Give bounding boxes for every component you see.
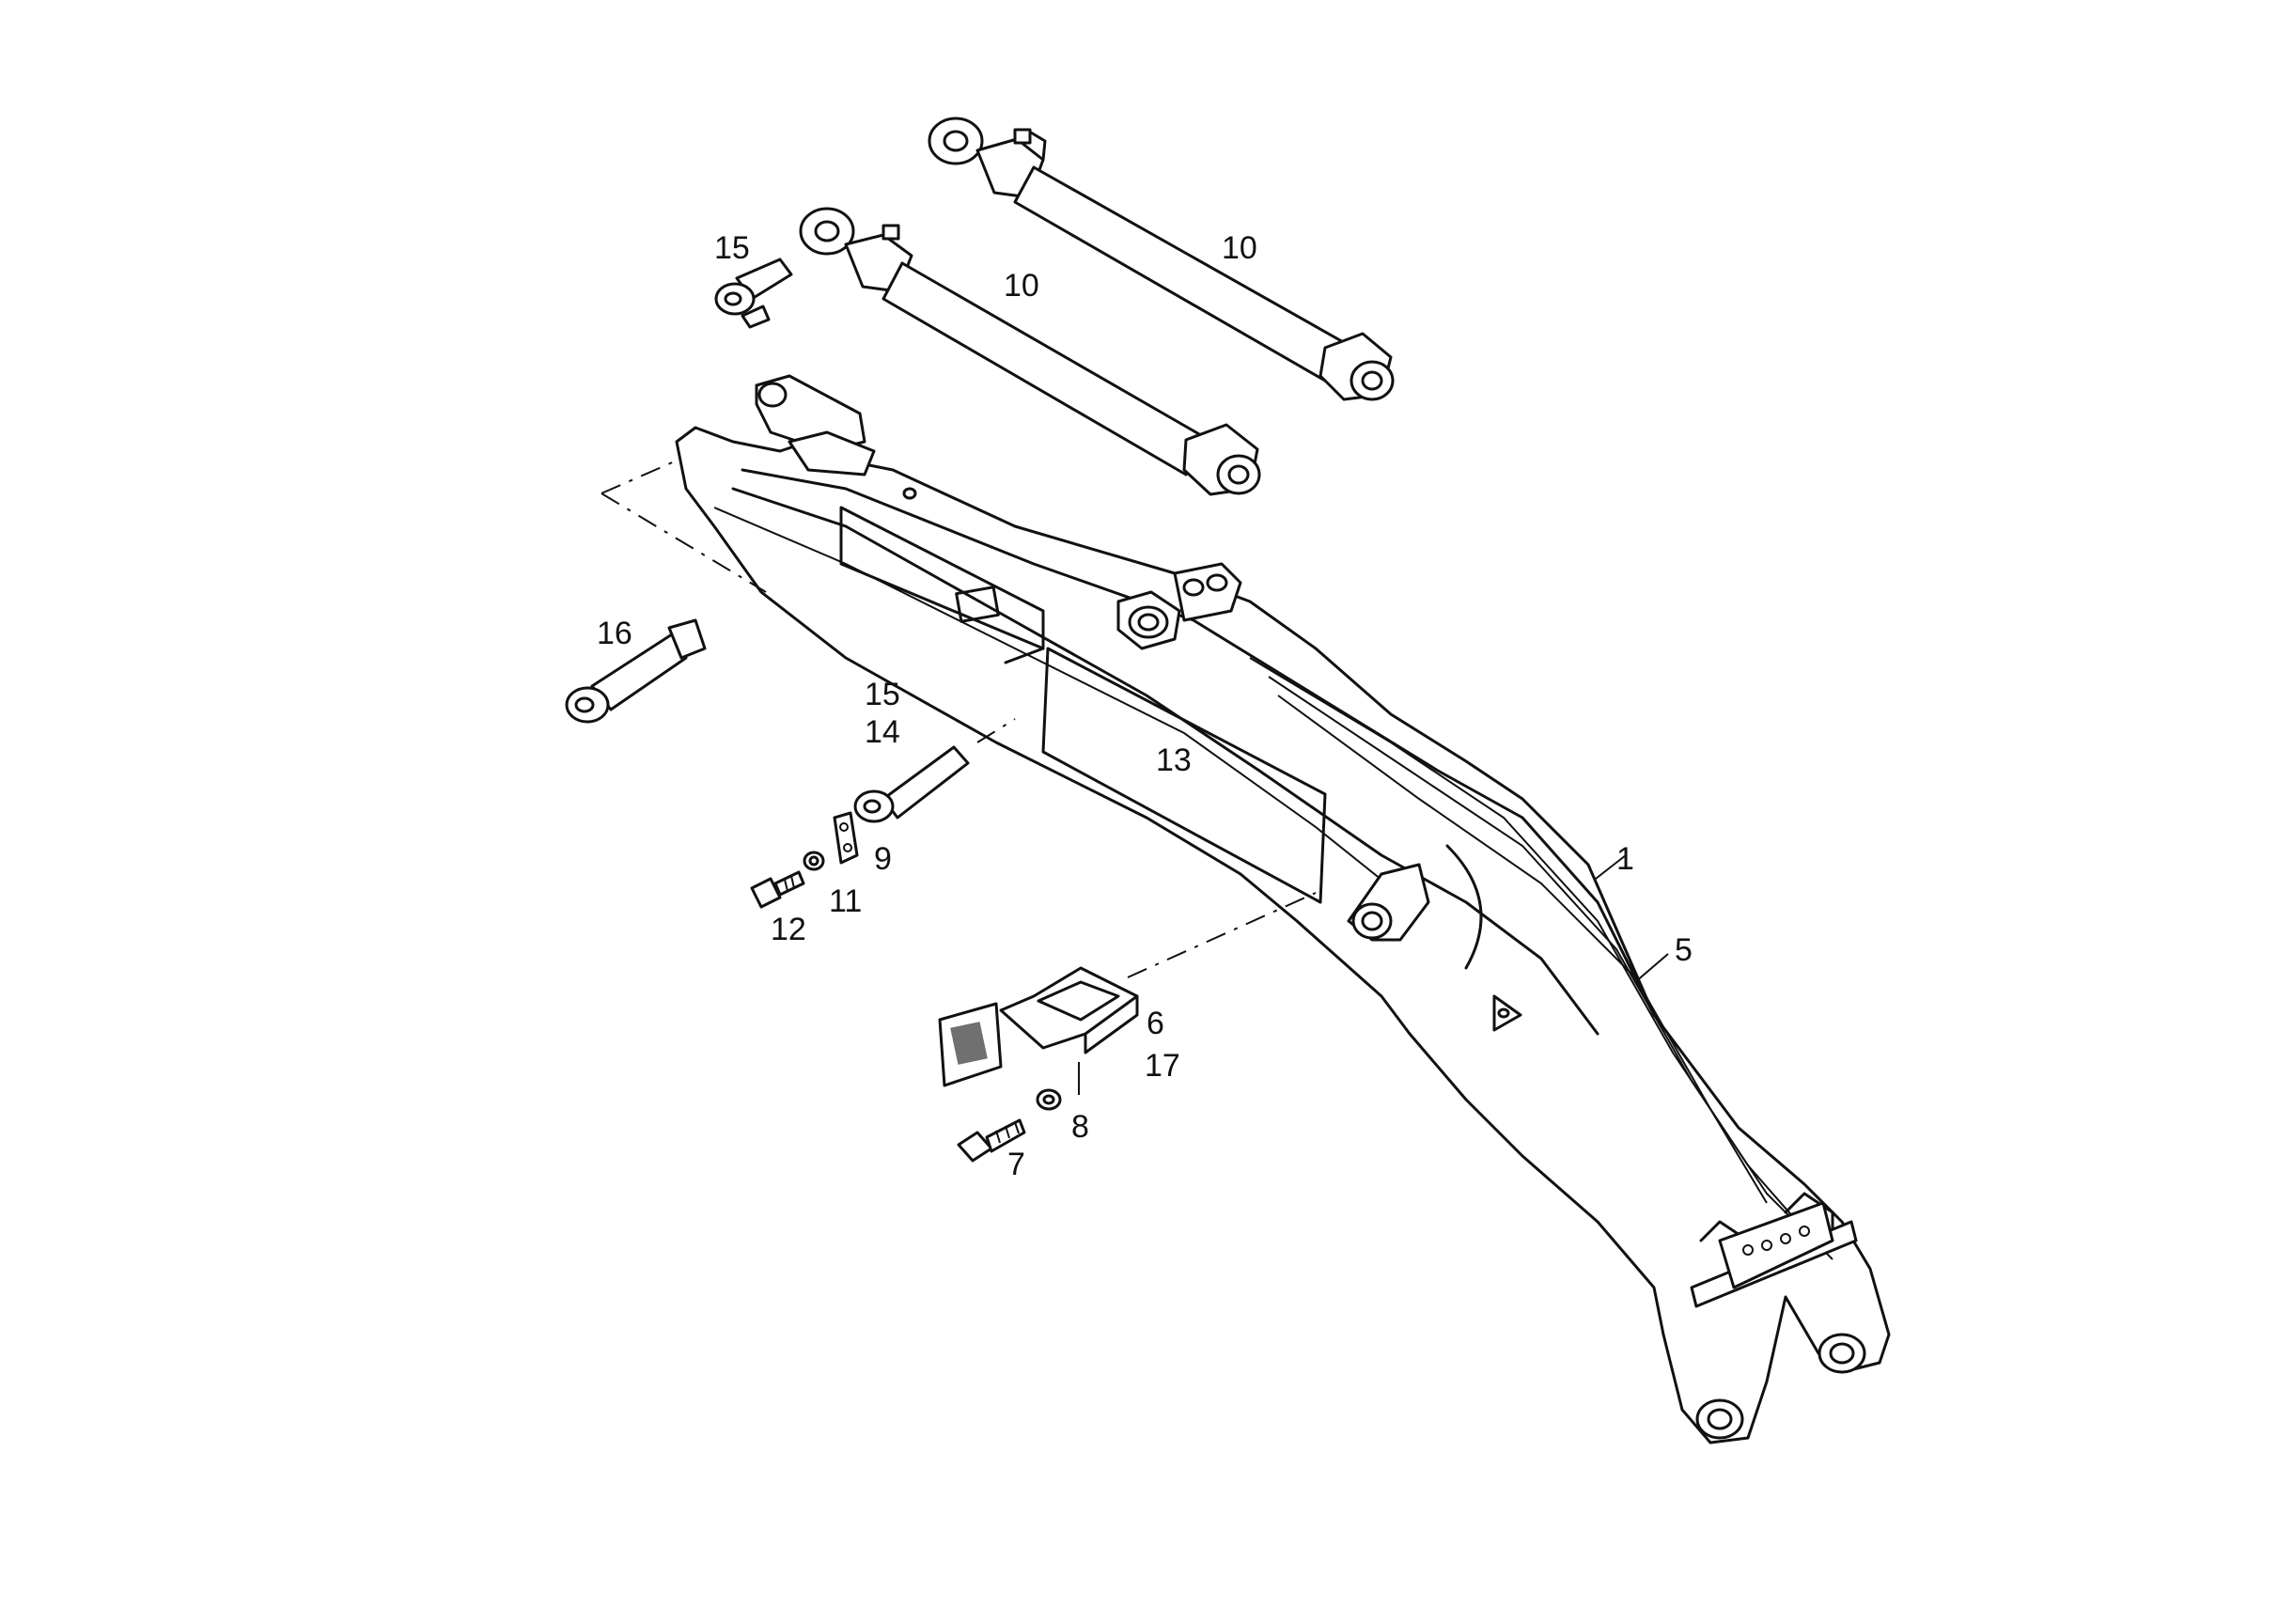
washer-upper [803,851,825,871]
pin-left [565,460,767,724]
callout-bracket-alt: 17 [1145,1048,1180,1084]
callout-bolt-lower: 7 [1007,1147,1025,1182]
panel-window [1041,647,1327,904]
hydraulic-cylinder-upper [928,117,1395,401]
callout-pin-mid-b: 14 [865,714,900,750]
callout-panel: 13 [1156,742,1192,778]
callout-boom-side: 5 [1675,932,1693,968]
pin-middle [853,718,1016,823]
callout-cylinder-upper: 10 [1222,230,1257,266]
bolt-upper [750,870,805,909]
main-boom [675,374,1891,1444]
callouts: 1 5 6 17 7 8 9 10 10 11 12 13 15 14 15 1… [597,230,1693,1182]
callout-pin-top: 15 [714,230,750,266]
callout-pin-mid-a: 15 [865,677,900,712]
callout-pin-left: 16 [597,616,632,651]
washer-lower [1036,1088,1062,1111]
bracket [938,892,1317,1095]
bolt-lower [957,1118,1026,1163]
hydraulic-cylinder-lower [799,207,1261,496]
callout-cylinder-lower: 10 [1004,268,1039,304]
plate [833,811,859,865]
callout-washer-upper: 11 [829,883,862,919]
callout-bracket: 6 [1147,1006,1164,1041]
callout-boom: 1 [1616,841,1634,877]
leader-lines [1595,854,1669,983]
pin-top [714,258,793,329]
callout-bolt-upper: 12 [771,912,806,947]
callout-washer-lower: 8 [1071,1109,1089,1145]
callout-plate: 9 [874,841,892,877]
